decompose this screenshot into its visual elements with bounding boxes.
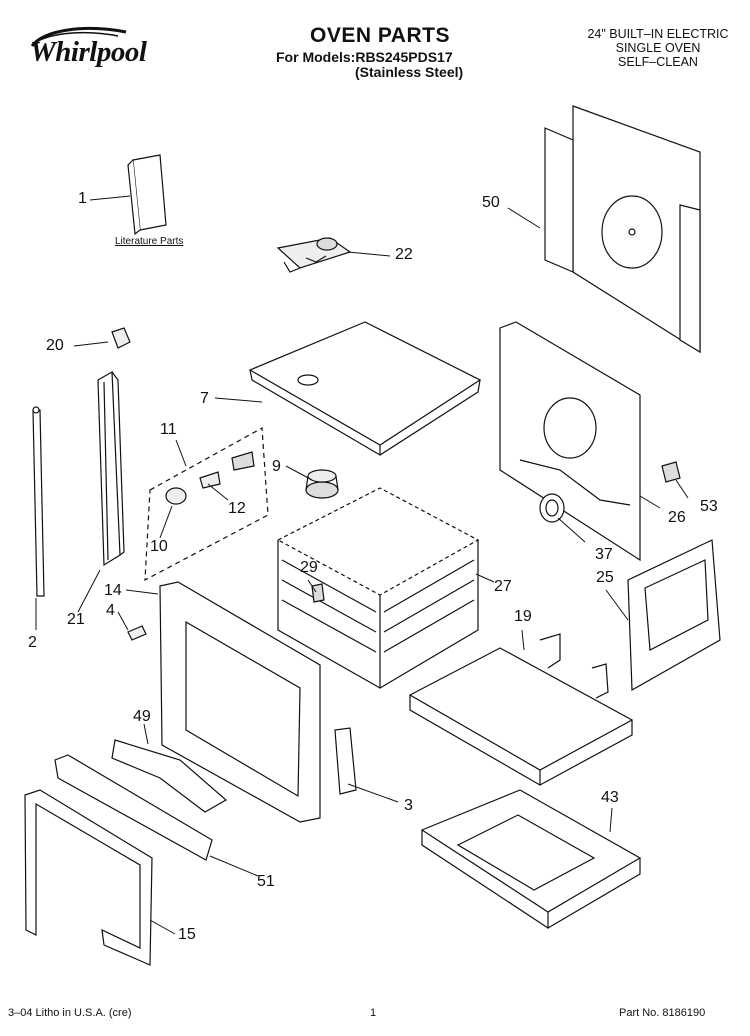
callout-27: 27 xyxy=(494,578,512,595)
callout-2: 2 xyxy=(28,634,37,651)
callout-51: 51 xyxy=(257,873,275,890)
callout-11: 11 xyxy=(160,421,177,438)
callout-43: 43 xyxy=(601,789,619,806)
probe-jack-part xyxy=(312,584,324,602)
callout-29: 29 xyxy=(300,559,318,576)
whirlpool-logo: Whirlpool xyxy=(14,18,147,78)
callout-3: 3 xyxy=(404,797,413,814)
screw-part xyxy=(128,626,146,640)
mounting-bracket-part xyxy=(335,728,356,794)
page-number: 1 xyxy=(370,1007,377,1019)
door-frame-part xyxy=(160,582,320,822)
callout-12: 12 xyxy=(228,500,246,517)
callout-7: 7 xyxy=(200,390,209,407)
leader-lines xyxy=(36,196,688,934)
callout-37: 37 xyxy=(595,546,613,563)
plug-part xyxy=(112,328,130,348)
callout-4: 4 xyxy=(106,602,115,619)
rear-panel-part xyxy=(545,106,700,352)
literature-parts-label: Literature Parts xyxy=(115,236,184,247)
callout-50: 50 xyxy=(482,194,500,211)
top-insulation-panel-part xyxy=(250,322,480,455)
oven-type-line1: 24" BUILT–IN ELECTRIC xyxy=(587,27,729,41)
oven-type-line3: SELF–CLEAN xyxy=(618,55,698,69)
door-trim-part xyxy=(55,755,212,860)
bottom-tray-part xyxy=(422,790,640,928)
callout-53: 53 xyxy=(700,498,718,515)
door-latch-assembly-part xyxy=(278,238,350,272)
callout-49: 49 xyxy=(133,708,151,725)
callout-25: 25 xyxy=(596,569,614,586)
oven-type-block: 24" BUILT–IN ELECTRIC SINGLE OVEN SELF–C… xyxy=(567,27,749,69)
side-trim-rod-part xyxy=(33,407,44,596)
brand-name: Whirlpool xyxy=(30,36,147,68)
oven-cavity-part xyxy=(278,488,478,688)
callout-1: 1 xyxy=(78,190,87,207)
model-number: For Models:RBS245PDS17 xyxy=(276,49,453,65)
litho-note: 3–04 Litho in U.S.A. (cre) xyxy=(8,1007,132,1019)
bottom-panel-part xyxy=(410,634,632,785)
page-title: OVEN PARTS xyxy=(310,24,450,47)
thermostat-knob-part xyxy=(306,470,338,498)
literature-booklet-part xyxy=(128,155,166,234)
side-trim-channel-part xyxy=(98,372,124,565)
left-side-panel-part xyxy=(628,540,720,690)
callout-22: 22 xyxy=(395,246,413,263)
callout-14: 14 xyxy=(104,582,122,599)
finish-label: (Stainless Steel) xyxy=(355,64,464,80)
switch-group-part xyxy=(145,428,268,580)
callout-10: 10 xyxy=(150,538,168,555)
oven-type-line2: SINGLE OVEN xyxy=(615,41,701,55)
part-number: Part No. 8186190 xyxy=(619,1007,706,1019)
callout-26: 26 xyxy=(668,509,686,526)
callout-19: 19 xyxy=(514,608,532,625)
callout-9: 9 xyxy=(272,458,281,475)
vent-trim-part xyxy=(112,740,226,812)
right-side-panel-part xyxy=(500,322,640,560)
logo-swirl-icon xyxy=(30,26,127,47)
element-gasket-part xyxy=(540,494,564,522)
callout-21: 21 xyxy=(67,611,85,628)
callout-15: 15 xyxy=(178,926,196,943)
callout-20: 20 xyxy=(46,337,64,354)
door-gasket-part xyxy=(25,790,152,965)
connector-part xyxy=(662,462,680,482)
